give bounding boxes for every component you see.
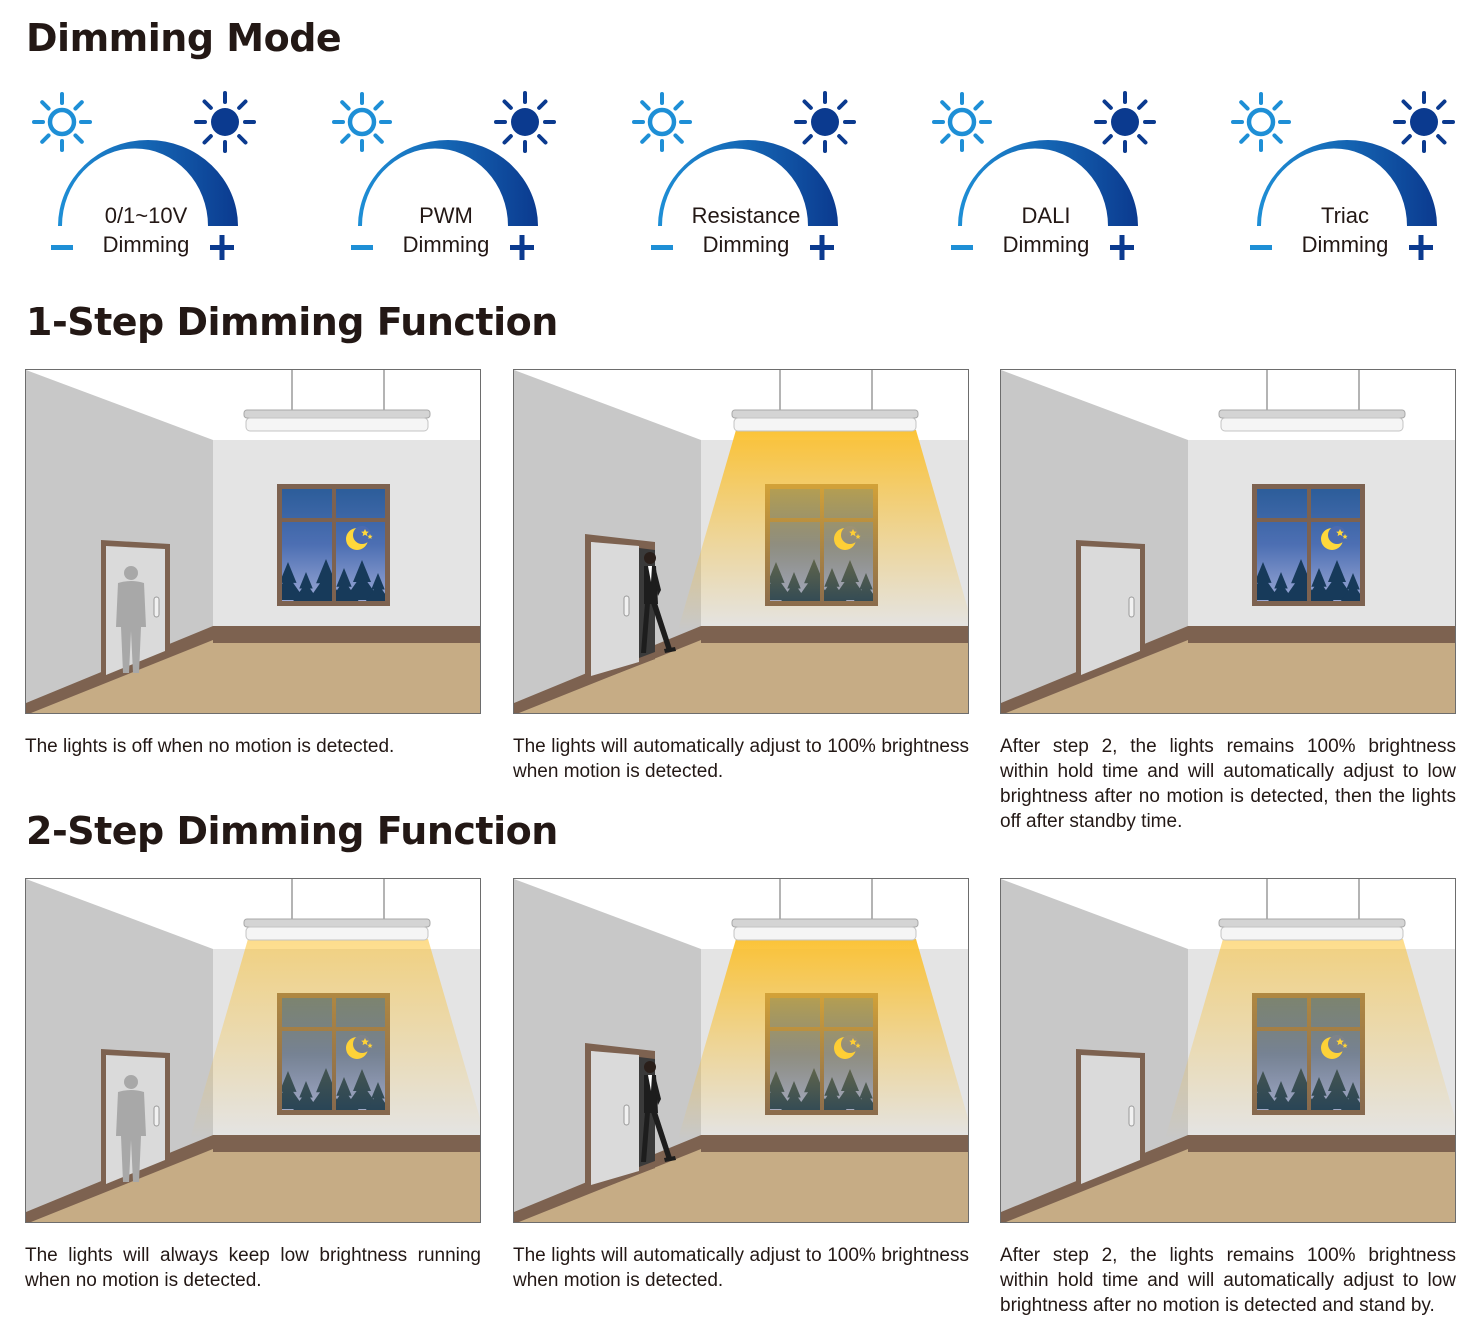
door-closed	[101, 540, 170, 682]
mode-label-line2: Dimming	[702, 232, 790, 257]
dimming-mode-0-10v: 0/1~10V Dimming	[27, 90, 267, 270]
mode-label-line1: PWM	[419, 203, 473, 228]
window	[277, 484, 390, 606]
light-fixture	[1218, 879, 1406, 941]
sun-filled-icon	[1393, 91, 1455, 153]
plus-icon	[810, 235, 834, 260]
one-step-caption-2: The lights will automatically adjust to …	[513, 736, 969, 782]
sun-filled-icon	[494, 91, 556, 153]
person-silhouette	[116, 1075, 146, 1182]
dimming-mode-heading: Dimming Mode	[26, 16, 342, 60]
dimming-arc	[658, 140, 838, 226]
mode-label-line2: Dimming	[402, 232, 490, 257]
baseboard	[701, 626, 968, 643]
dimming-mode-resistance: Resistance Dimming	[627, 90, 867, 270]
dimming-arc	[58, 140, 238, 226]
two-step-scene-motion	[513, 878, 969, 1223]
one-step-caption-3: After step 2, the lights remains 100% br…	[1000, 736, 1456, 832]
plus-icon	[510, 235, 534, 260]
minus-icon	[951, 245, 973, 250]
minus-icon	[51, 245, 73, 250]
baseboard	[701, 1135, 968, 1152]
light-fixture	[243, 879, 431, 941]
mode-label-line1: DALI	[1021, 203, 1071, 228]
two-step-scene-hold	[1000, 878, 1456, 1223]
two-step-heading: 2-Step Dimming Function	[26, 809, 558, 853]
plus-icon	[1409, 235, 1433, 260]
dimming-mode-triac: Triac Dimming	[1226, 90, 1466, 270]
sun-outline-icon	[1231, 92, 1291, 152]
one-step-heading: 1-Step Dimming Function	[26, 300, 558, 344]
mode-label-line2: Dimming	[102, 232, 190, 257]
light-fixture	[243, 370, 431, 432]
sun-outline-icon	[632, 92, 692, 152]
person-walking	[641, 552, 676, 653]
sun-outline-icon	[32, 92, 92, 152]
light-beam	[678, 430, 968, 630]
person-walking	[641, 1061, 676, 1162]
dimming-arc	[958, 140, 1138, 226]
light-fixture	[1218, 370, 1406, 432]
window	[1252, 484, 1365, 606]
one-step-scene-hold	[1000, 369, 1456, 714]
two-step-caption-1: The lights will always keep low brightne…	[25, 1245, 481, 1291]
one-step-caption-1: The lights is off when no motion is dete…	[25, 736, 395, 757]
baseboard	[1188, 626, 1455, 643]
light-beam	[190, 939, 480, 1139]
plus-icon	[210, 235, 234, 260]
two-step-caption-2: The lights will automatically adjust to …	[513, 1245, 969, 1291]
sun-filled-icon	[1094, 91, 1156, 153]
plus-icon	[1110, 235, 1134, 260]
mode-label-line1: 0/1~10V	[104, 203, 188, 228]
door-closed	[1076, 540, 1145, 682]
dimming-arc	[1257, 140, 1437, 226]
door-closed	[1076, 1049, 1145, 1191]
sun-outline-icon	[332, 92, 392, 152]
dimming-mode-dali: DALI Dimming	[927, 90, 1167, 270]
dimming-arc	[358, 140, 538, 226]
sun-filled-icon	[194, 91, 256, 153]
light-fixture	[731, 879, 919, 941]
mode-label-line2: Dimming	[1301, 232, 1389, 257]
baseboard	[1188, 1135, 1455, 1152]
door-closed	[101, 1049, 170, 1191]
one-step-scene-off	[25, 369, 481, 714]
baseboard	[213, 626, 480, 643]
dimming-mode-pwm: PWM Dimming	[327, 90, 567, 270]
one-step-scene-motion	[513, 369, 969, 714]
mode-label-line1: Triac	[1320, 203, 1370, 228]
baseboard	[213, 1135, 480, 1152]
two-step-caption-3: After step 2, the lights remains 100% br…	[1000, 1245, 1456, 1316]
minus-icon	[351, 245, 373, 250]
mode-label-line1: Resistance	[691, 203, 801, 228]
light-beam	[678, 939, 968, 1139]
minus-icon	[651, 245, 673, 250]
sun-outline-icon	[932, 92, 992, 152]
mode-label-line2: Dimming	[1002, 232, 1090, 257]
moon-icon	[1321, 526, 1348, 550]
two-step-scene-low	[25, 878, 481, 1223]
moon-icon	[346, 526, 373, 550]
sun-filled-icon	[794, 91, 856, 153]
person-silhouette	[116, 566, 146, 673]
light-fixture	[731, 370, 919, 432]
minus-icon	[1250, 245, 1272, 250]
light-beam	[1165, 939, 1455, 1139]
